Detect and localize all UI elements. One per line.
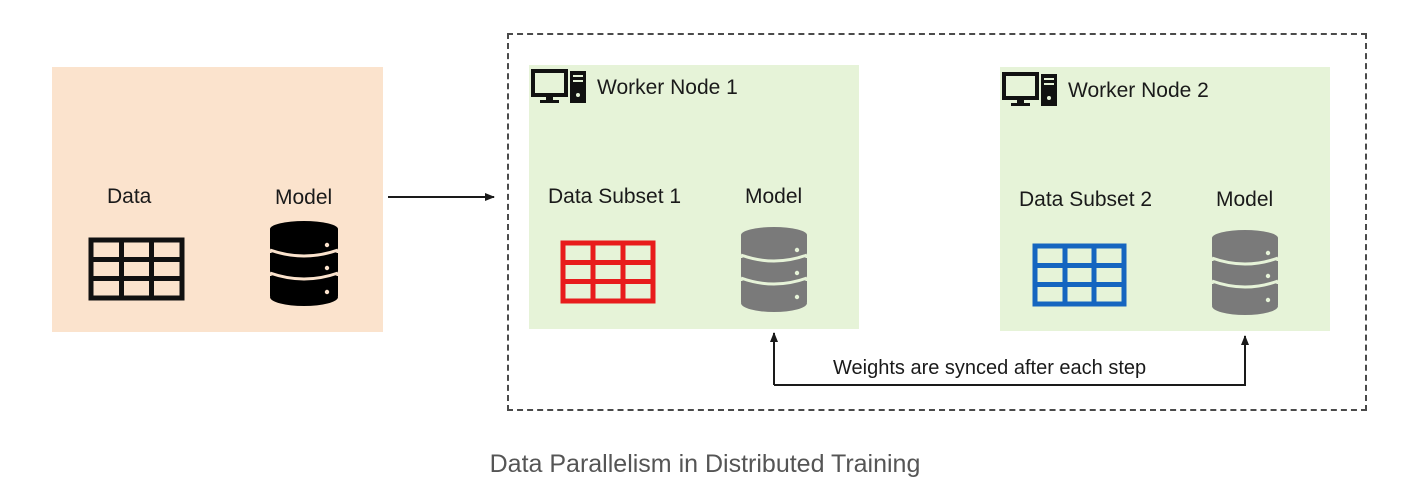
worker-node-1-model-label: Model	[745, 185, 803, 208]
worker-node-2-model-label: Model	[1216, 188, 1274, 211]
computer-icon	[531, 69, 586, 103]
computer-icon	[1002, 72, 1057, 106]
table-grid-icon	[560, 240, 656, 304]
source-data-label: Data	[107, 185, 152, 208]
sync-arrow	[770, 332, 1249, 386]
table-grid-icon	[88, 237, 185, 301]
database-icon	[269, 221, 339, 306]
diagram-caption: Data Parallelism in Distributed Training	[489, 450, 921, 478]
worker-node-1-data-label: Data Subset 1	[548, 185, 682, 208]
worker-node-1-title: Worker Node 1	[597, 76, 738, 99]
cluster-boundary	[507, 33, 1367, 411]
database-icon	[740, 227, 808, 312]
worker-node-2-data-label: Data Subset 2	[1019, 188, 1153, 211]
table-grid-icon	[1032, 243, 1127, 307]
sync-label: Weights are synced after each step	[833, 357, 1147, 379]
worker-node-2-title: Worker Node 2	[1068, 79, 1209, 102]
source-model-label: Model	[275, 186, 333, 209]
database-icon	[1211, 230, 1279, 315]
